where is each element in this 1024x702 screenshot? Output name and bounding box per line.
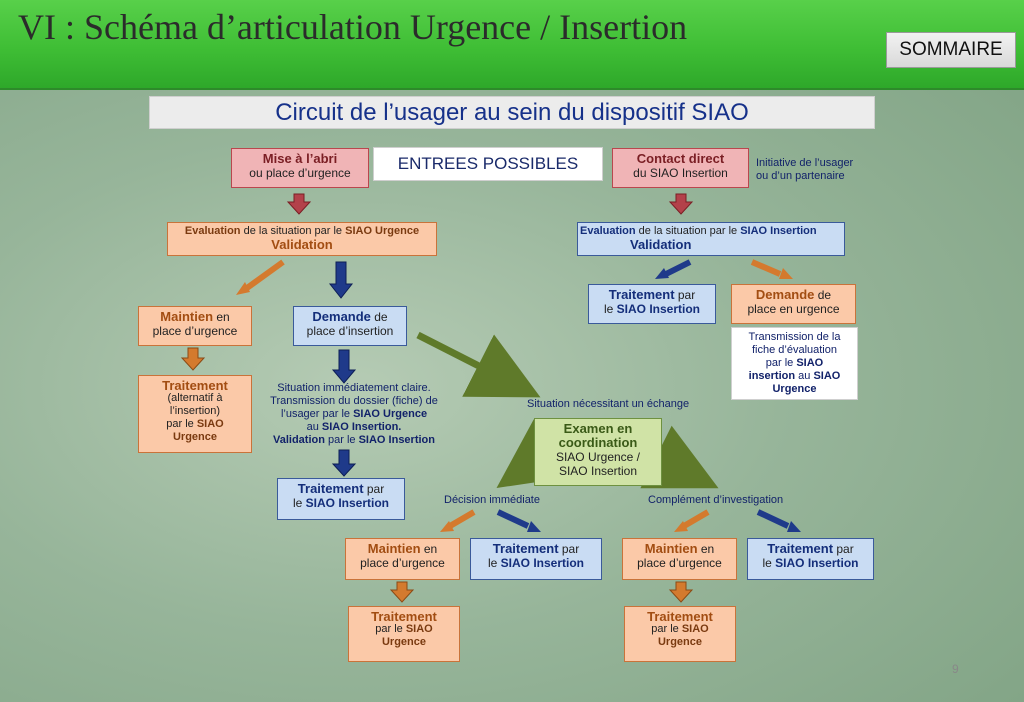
situation-claire-text: Situation immédiatement claire. Transmis… (270, 382, 438, 446)
box-traitement-insertion-2: Traitement par le SIAO Insertion (277, 478, 405, 520)
box-traitement-urgence-1: Traitement par le SIAO Urgence (348, 606, 460, 662)
box-traitement-urgence-2: Traitement par le SIAO Urgence (624, 606, 736, 662)
page-title: VI : Schéma d’articulation Urgence / Ins… (18, 7, 688, 47)
contact-sub: du SIAO Insertion (633, 166, 728, 180)
box-traitement-insertion-4: Traitement par le SIAO Insertion (747, 538, 874, 580)
box-traitement-insertion-1: Traitement par le SIAO Insertion (588, 284, 716, 324)
arrow-down-orange-1 (180, 347, 206, 371)
box-maintien-2: Maintien en place d’urgence (345, 538, 460, 580)
box-eval-insertion: Evaluation de la situation par le SIAO I… (577, 222, 845, 256)
box-demande-insertion: Demande de place d’insertion (293, 306, 407, 346)
arrow-orange-diag-3 (448, 509, 476, 529)
box-examen-coordination: Examen en coordination SIAO Urgence / SI… (534, 418, 662, 486)
arrow-down-blue-3 (331, 449, 357, 477)
box-demande-urgence: Demande de place en urgence (731, 284, 856, 324)
arrow-orange-diag-1 (245, 259, 285, 291)
arrow-green-long (416, 331, 541, 398)
decision-text: Décision immédiate (444, 494, 540, 506)
arrow-down-blue-1 (328, 261, 354, 299)
arrow-blue-diag-1 (664, 259, 692, 277)
arrow-down-blue-2 (331, 349, 357, 384)
arrow-green-diag-right (640, 425, 719, 489)
header-banner: VI : Schéma d’articulation Urgence / Ins… (0, 0, 1024, 90)
box-transmission-fiche: Transmission de la fiche d’évaluation pa… (731, 327, 858, 400)
situation-echange-text: Situation nécessitant un échange (527, 398, 690, 410)
mise-abri-sub: ou place d’urgence (249, 166, 351, 180)
arrow-orange-diag-4 (682, 509, 710, 529)
arrow-down-orange-2 (389, 581, 415, 603)
arrow-down-orange-3 (668, 581, 694, 603)
arrow-blue-diag-3 (756, 509, 790, 529)
page-number: 9 (952, 662, 959, 676)
complement-text: Complément d’investigation (648, 494, 784, 506)
sommaire-button[interactable]: SOMMAIRE (886, 32, 1016, 68)
arrow-down-red-2 (668, 193, 694, 215)
box-entrees-possibles: ENTREES POSSIBLES (373, 147, 603, 181)
contact-title: Contact direct (636, 151, 725, 166)
box-traitement-insertion-3: Traitement par le SIAO Insertion (470, 538, 602, 580)
box-contact-direct: Contact direct du SIAO Insertion (612, 148, 749, 188)
arrow-down-red-1 (286, 193, 312, 215)
box-mise-abri: Mise à l’abri ou place d’urgence (231, 148, 369, 188)
box-maintien-1: Maintien en place d’urgence (138, 306, 252, 346)
box-maintien-3: Maintien en place d’urgence (622, 538, 737, 580)
arrow-orange-diag-2 (750, 259, 782, 277)
box-eval-urgence: Evaluation de la situation par le SIAO U… (167, 222, 437, 256)
arrow-blue-diag-2 (496, 509, 530, 529)
diagram-subtitle: Circuit de l’usager au sein du dispositi… (149, 96, 875, 129)
arrow-green-diag-left (496, 419, 574, 489)
box-traitement-alternatif: Traitement (alternatif à l’insertion) pa… (138, 375, 252, 453)
mise-abri-title: Mise à l’abri (262, 151, 338, 166)
